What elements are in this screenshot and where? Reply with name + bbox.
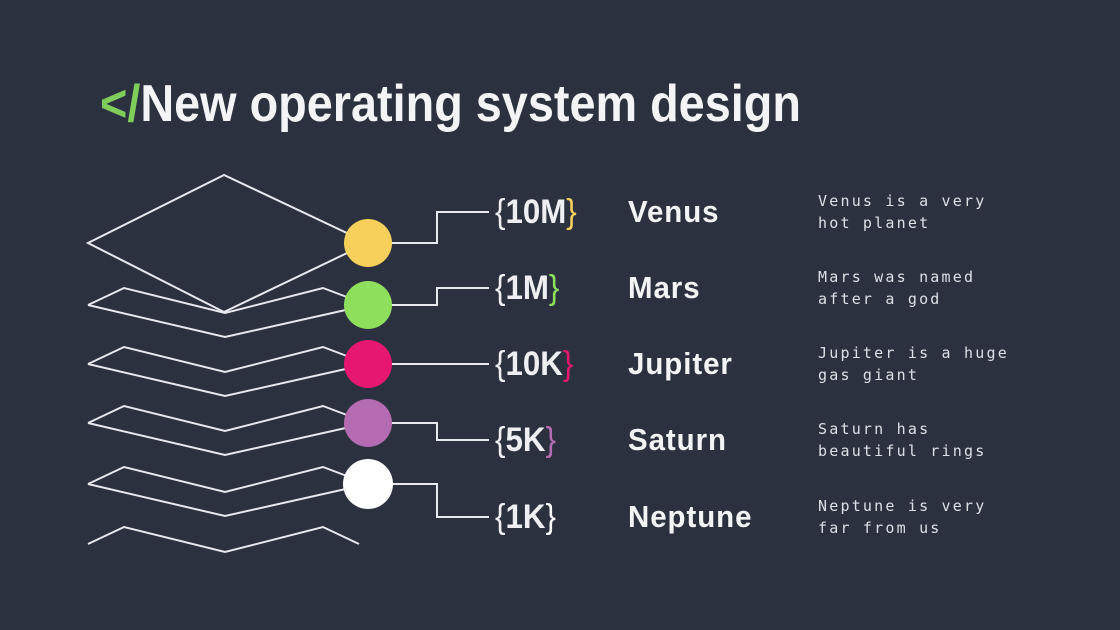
- planet-row-venus: {10M} Venus Venus is a very hot planet: [495, 178, 1095, 246]
- planet-description: Neptune is very far from us: [818, 497, 987, 537]
- brace-close: }: [545, 497, 556, 536]
- node-circle-saturn: [344, 399, 392, 447]
- planet-name: Mars: [628, 270, 701, 305]
- node-circle-jupiter: [344, 340, 392, 388]
- brace-open: {: [495, 497, 506, 536]
- brace-open: {: [495, 344, 506, 383]
- planet-name: Neptune: [628, 499, 753, 534]
- node-circle-mars: [344, 281, 392, 329]
- metric-number: 10K: [505, 344, 563, 383]
- metric-value: {1K}: [495, 498, 617, 537]
- planet-name: Venus: [628, 194, 720, 229]
- brace-close: }: [562, 344, 574, 383]
- planet-description: Mars was named after a god: [818, 268, 976, 308]
- brace-open: {: [495, 268, 506, 307]
- metric-number: 1K: [505, 497, 546, 536]
- connector-saturn: [368, 422, 489, 441]
- title-code-prefix: </: [100, 75, 141, 133]
- planet-name: Jupiter: [628, 346, 733, 381]
- planet-row-neptune: {1K} Neptune Neptune is very far from us: [495, 483, 1095, 551]
- layer-chevron-jupiter: [87, 345, 369, 398]
- layer-chevron-mars: [87, 286, 369, 339]
- metric-number: 10M: [505, 192, 567, 231]
- connector-mars: [368, 287, 489, 306]
- planet-description: Saturn has beautiful rings: [818, 420, 987, 460]
- layer-trailing-zigzag: [87, 525, 360, 554]
- brace-close: }: [545, 420, 556, 459]
- node-circle-venus: [344, 219, 392, 267]
- metric-value: {5K}: [495, 421, 617, 460]
- connector-neptune: [368, 483, 489, 518]
- brace-open: {: [495, 420, 506, 459]
- brace-close: }: [548, 268, 560, 307]
- layer-chevron-neptune: [87, 465, 369, 518]
- layer-diamond-top: [85, 173, 371, 314]
- brace-close: }: [566, 192, 577, 231]
- planet-name: Saturn: [628, 422, 727, 457]
- metric-number: 5K: [505, 420, 546, 459]
- metric-value: {10M}: [495, 193, 617, 232]
- brace-open: {: [495, 192, 506, 231]
- planet-description: Venus is a very hot planet: [818, 192, 987, 232]
- title-text: New operating system design: [140, 75, 801, 133]
- planet-row-jupiter: {10K} Jupiter Jupiter is a huge gas gian…: [495, 330, 1095, 398]
- connector-venus: [368, 211, 489, 244]
- planet-row-mars: {1M} Mars Mars was named after a god: [495, 254, 1095, 322]
- layer-chevron-saturn: [87, 404, 369, 457]
- metric-value: {1M}: [495, 269, 617, 308]
- metric-number: 1M: [505, 268, 549, 307]
- page-title: </New operating system design: [100, 78, 801, 130]
- planet-row-saturn: {5K} Saturn Saturn has beautiful rings: [495, 406, 1095, 474]
- metric-value: {10K}: [495, 345, 617, 384]
- planet-description: Jupiter is a huge gas giant: [818, 344, 1009, 384]
- node-circle-neptune: [343, 459, 393, 509]
